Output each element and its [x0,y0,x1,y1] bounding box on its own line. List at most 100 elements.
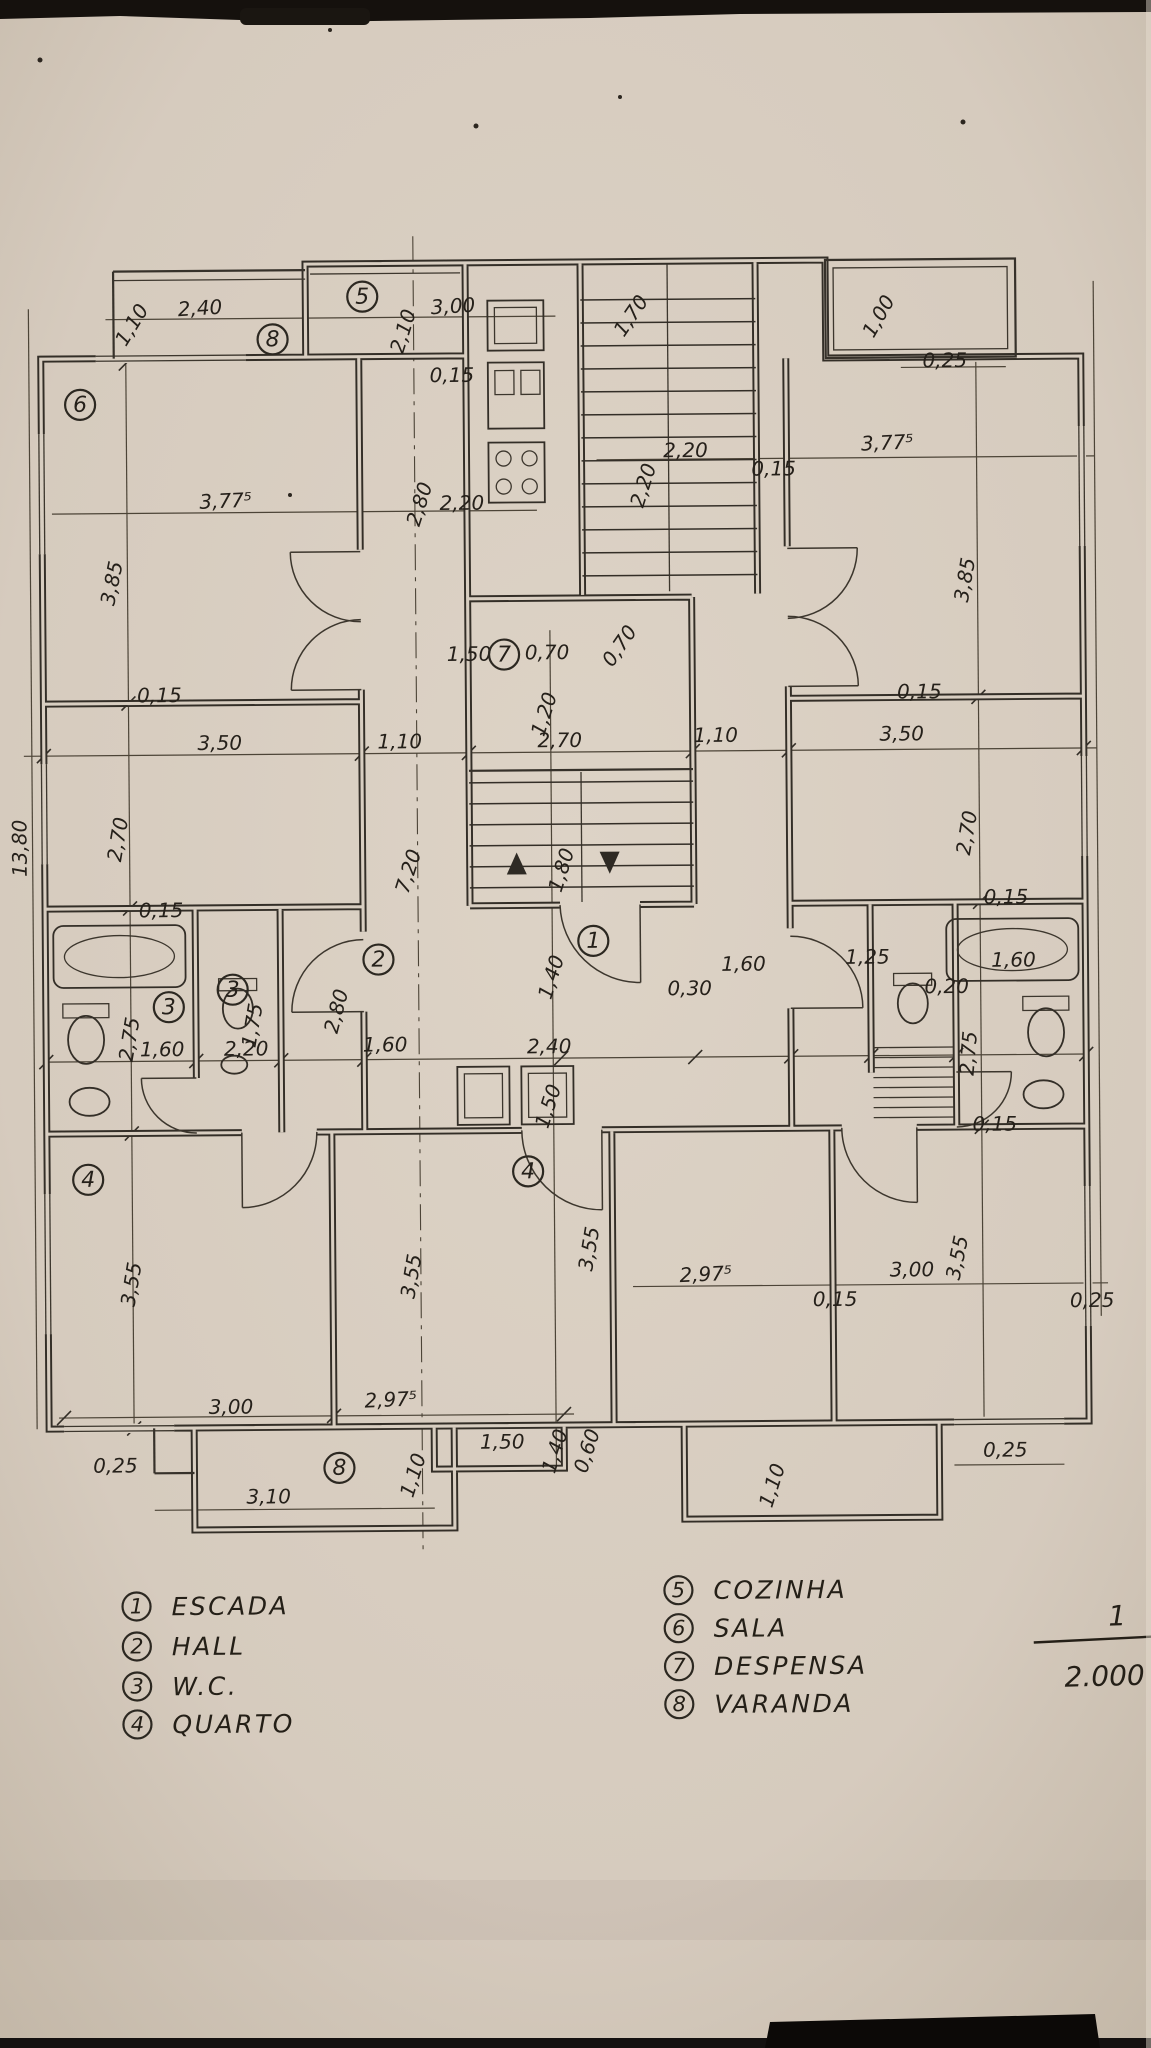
room-marker-number: 2 [371,947,385,972]
scale-fraction: 1 2.000 [1033,1599,1151,1694]
legend-item: 8 VARANDA [664,1689,854,1720]
dim-label: 2,70 [537,728,582,752]
stair-treads-main [469,771,694,902]
toilet-icon [67,1014,105,1065]
dim-label: 2,75 [955,1030,982,1076]
legend-circle [121,1591,152,1622]
room-marker-number: 1 [586,929,600,954]
dim-label: 2,20 [224,1036,269,1060]
dim-label: 0,30 [667,976,712,1000]
thin-structures [111,257,1017,1475]
room-marker-number: 7 [497,642,511,667]
dim-label: 0,25 [983,1437,1028,1461]
dim-label: 1,60 [721,952,766,976]
shaft-box [520,1065,575,1126]
room-marker-number: 3 [226,978,240,1003]
legend-label: HALL [172,1632,246,1662]
dim-label: 2,20 [440,491,485,515]
dim-label: 1,60 [140,1037,185,1061]
legend-item: 6 SALA [663,1613,788,1644]
legend-label: QUARTO [172,1709,295,1739]
door-arcs [140,547,1013,1211]
room-markers: 5 8 6 7 2 1 3 3 4 4 8 [63,280,610,1484]
scale-bar [1033,1635,1151,1644]
stair-arrow-down-icon [599,851,620,874]
dim-label: 1,10 [693,723,738,747]
room-marker-circle [362,943,395,976]
legend-circle [122,1671,153,1702]
room-marker-number: 6 [73,393,87,418]
legend-number: 1 [130,1594,144,1618]
dim-label: 0,70 [525,640,570,664]
top-edge-notch [240,8,370,25]
legend-number: 2 [130,1634,144,1658]
axis-line [412,236,424,1557]
stair-arrow-up-icon [506,852,527,875]
legend-circle [121,1631,152,1662]
sink-icon [486,361,546,430]
room-marker-circle [323,1451,356,1484]
legend-item: 2 HALL [121,1631,246,1662]
room-marker-number: 4 [521,1159,535,1184]
dim-label: 0,15 [984,884,1029,908]
dim-label: 0,20 [924,974,969,998]
dim-label: 0,15 [813,1287,858,1311]
dim-label: 2,97⁵ [679,1261,733,1287]
dim-label: 0,15 [972,1112,1017,1136]
room-marker-number: 8 [265,327,279,352]
sink-basin-icon [220,1054,249,1075]
dim-label: 13,80 [7,820,31,877]
dim-label: 0,15 [430,363,475,387]
dim-label: 3,77⁵ [860,429,914,455]
dim-label: 0,25 [1070,1288,1115,1312]
toilet-icon [1027,1007,1065,1058]
room-marker-number: 3 [162,995,176,1020]
sink-basin-icon [1022,1079,1065,1110]
dim-label: 2,40 [177,295,223,322]
legend-item: 4 QUARTO [122,1709,295,1740]
room-marker-circle [72,1163,105,1196]
dim-label: 1,60 [991,947,1036,971]
legend-item: 5 COZINHA [663,1575,847,1606]
dim-label: 1,25 [845,945,890,969]
dim-label: 2,97⁵ [364,1386,418,1412]
legend-label: COZINHA [713,1575,847,1605]
dim-label: 2,40 [527,1034,572,1058]
room-marker-circle [346,280,379,313]
room-marker-circle [256,323,289,356]
legend-number: 5 [672,1578,686,1602]
legend-item: 1 ESCADA [121,1591,289,1622]
dim-label: 3,00 [890,1257,935,1281]
room-marker-number: 4 [81,1168,95,1193]
scale-denominator: 2.000 [1064,1659,1145,1694]
legend-number: 8 [673,1692,687,1716]
legend-number: 3 [130,1674,144,1698]
kitchen-fixtures [486,299,546,504]
paper-specks [37,28,966,497]
room-marker-circle [152,991,185,1024]
legend-number: 7 [672,1654,686,1678]
dim-label: 3,00 [209,1395,254,1419]
room-marker-circle [216,973,249,1006]
legend-item: 7 DESPENSA [663,1651,868,1682]
dim-label: 1,50 [447,642,492,666]
room-marker-number: 8 [332,1456,346,1481]
legend: 1 ESCADA 2 HALL 3 W.C. 4 QUARTO 5 COZINH… [121,1575,868,1740]
toilet-icon [896,982,929,1025]
room-marker-circle [512,1155,545,1188]
dim-label: 0,15 [751,456,796,480]
dim-label: 1,50 [480,1429,525,1453]
dim-label: 0,15 [137,683,182,707]
dim-label: 3,50 [879,721,924,745]
dim-label: 0,15 [139,898,184,922]
dim-label: 3,77⁵ [199,488,253,514]
bathtub-icon [945,917,1080,982]
room-marker-circle [577,924,610,957]
room-marker-circle [63,388,97,421]
legend-circle [663,1575,694,1606]
legend-number: 6 [672,1616,686,1640]
